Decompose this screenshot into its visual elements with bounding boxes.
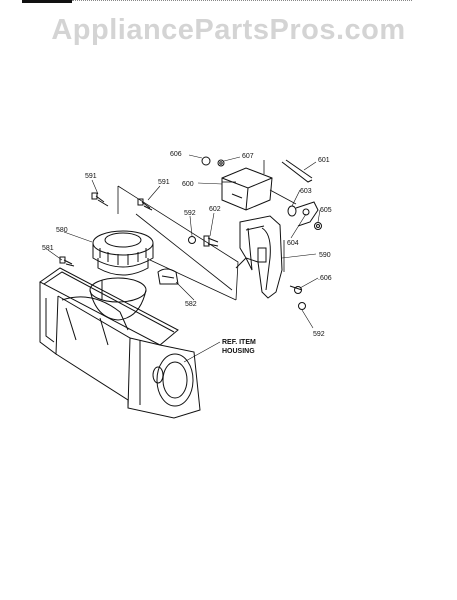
callout-601: 601	[318, 157, 330, 164]
chute-ring-part	[92, 230, 154, 276]
callout-590: 590	[319, 252, 331, 259]
deflector-part	[221, 167, 273, 211]
callout-602: 602	[209, 206, 221, 213]
callout-607: 607	[242, 153, 254, 160]
callout-605: 605	[320, 207, 332, 214]
callout-604: 604	[287, 240, 299, 247]
housing-part	[39, 267, 201, 419]
callout-591-right: 591	[158, 179, 170, 186]
callout-603: 603	[300, 188, 312, 195]
callout-591-left: 591	[85, 173, 97, 180]
fasteners	[59, 156, 306, 310]
header-bar	[22, 0, 72, 3]
callout-592-bottom: 592	[313, 331, 325, 338]
callout-580: 580	[56, 227, 68, 234]
callout-581: 581	[42, 245, 54, 252]
callout-582: 582	[185, 301, 197, 308]
callout-606-top: 606	[170, 151, 182, 158]
handle-rod-part	[281, 161, 313, 183]
leader-lines	[47, 154, 321, 363]
assembly-outline	[117, 160, 297, 301]
callout-592-top: 592	[184, 210, 196, 217]
watermark-logo: AppliancePartsPros.com	[51, 14, 406, 46]
header-rule	[72, 0, 412, 2]
housing-label: HOUSING	[222, 348, 255, 355]
callout-600: 600	[182, 181, 194, 188]
ref-item-label: REF. ITEM	[222, 339, 256, 346]
callout-606-bottom: .606	[318, 275, 332, 282]
chute-body-part	[235, 215, 283, 299]
